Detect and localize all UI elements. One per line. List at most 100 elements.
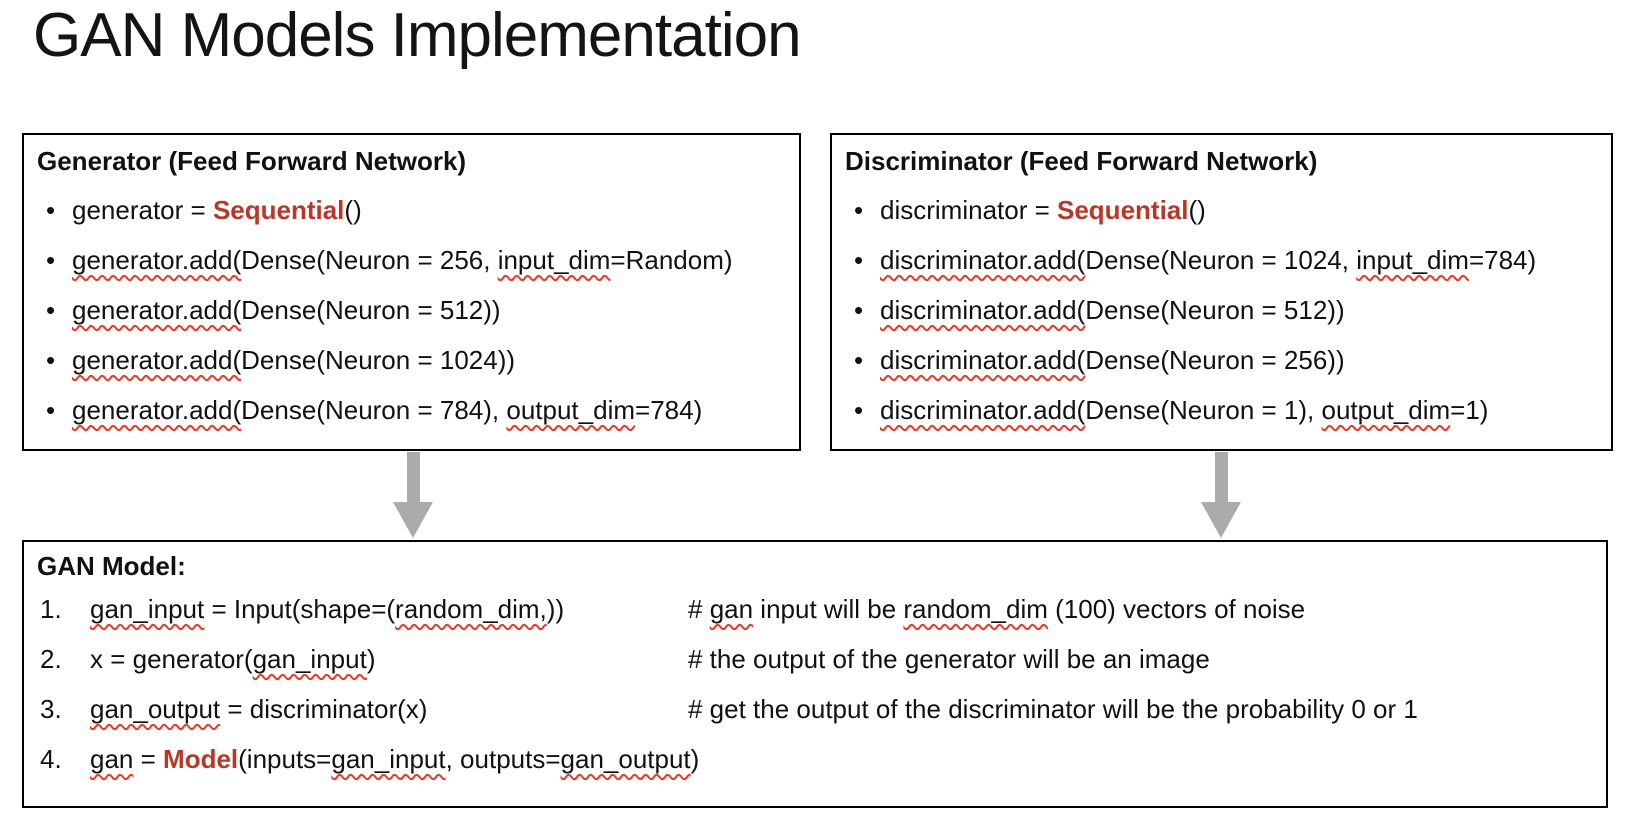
plain-text: ) bbox=[690, 743, 700, 774]
gan-code-row: 1. gan_input = Input(shape=(random_dim,)… bbox=[24, 584, 1606, 634]
plain-text: )) bbox=[546, 593, 565, 624]
line-number: 1. bbox=[40, 593, 62, 624]
code-text: x = generator(gan_input) bbox=[90, 644, 688, 675]
arrow-shaft bbox=[1215, 452, 1228, 502]
generator-bullet-list: • generator = Sequential() • generator.add… bbox=[24, 185, 799, 435]
code-text: discriminator.add(Dense(Neuron = 256)) bbox=[880, 345, 1345, 376]
plain-text: generator = bbox=[72, 194, 213, 225]
bullet-icon: • bbox=[854, 344, 864, 375]
code-text: discriminator.add(Dense(Neuron = 1024, i… bbox=[880, 245, 1536, 276]
plain-text: Dense(Neuron = 1), bbox=[1085, 394, 1322, 425]
code-text: generator.add(Dense(Neuron = 1024)) bbox=[72, 345, 515, 376]
plain-text: (100) vectors of noise bbox=[1047, 593, 1306, 624]
plain-text: () bbox=[1188, 194, 1206, 225]
bullet-icon: • bbox=[854, 294, 864, 325]
plain-text: Dense(Neuron = 1024, bbox=[1085, 244, 1357, 275]
bullet-icon: • bbox=[854, 244, 864, 275]
plain-text: discriminator = bbox=[880, 194, 1057, 225]
discriminator-box-header: Discriminator (Feed Forward Network) bbox=[845, 146, 1318, 176]
code-text: generator.add(Dense(Neuron = 256, input_… bbox=[72, 245, 733, 276]
bullet-icon: • bbox=[46, 394, 56, 425]
code-text: gan = Model(inputs=gan_input, outputs=ga… bbox=[90, 743, 699, 775]
plain-text: Dense(Neuron = 784), bbox=[241, 394, 507, 425]
spellcheck-underlined-text: random_dim bbox=[903, 593, 1048, 624]
code-text: gan_output = discriminator(x) bbox=[90, 694, 688, 725]
down-arrow-icon bbox=[1201, 452, 1241, 538]
generator-box: Generator (Feed Forward Network) •genera… bbox=[22, 133, 801, 451]
slide-title: GAN Models Implementation bbox=[33, 1, 802, 70]
plain-text: input will be bbox=[753, 593, 904, 624]
line-number: 3. bbox=[40, 693, 62, 724]
plain-text: x = generator( bbox=[90, 643, 253, 674]
spellcheck-underlined-text: input_dim bbox=[1356, 244, 1469, 275]
plain-text: (inputs= bbox=[238, 743, 332, 774]
plain-text: =784) bbox=[1468, 244, 1537, 275]
discriminator-bullet-list: • discriminator = Sequential() • discrimin… bbox=[832, 185, 1611, 435]
plain-text: = bbox=[133, 743, 164, 774]
code-comment: # get the output of the discriminator wi… bbox=[688, 694, 1606, 725]
discriminator-code-line: • discriminator.add(Dense(Neuron = 1), ou… bbox=[854, 385, 1611, 435]
plain-text: =1) bbox=[1450, 394, 1489, 425]
spellcheck-underlined-text: generator.add( bbox=[72, 294, 242, 325]
code-comment: # the output of the generator will be an… bbox=[688, 644, 1606, 675]
spellcheck-underlined-text: gan bbox=[709, 593, 754, 624]
spellcheck-underlined-text: discriminator.add( bbox=[880, 344, 1086, 375]
gan-code-row: 3. gan_output = discriminator(x) # get t… bbox=[24, 684, 1606, 734]
code-text: generator = Sequential() bbox=[72, 195, 362, 226]
discriminator-box: Discriminator (Feed Forward Network) • di… bbox=[830, 133, 1613, 451]
arrow-head bbox=[1201, 502, 1241, 538]
plain-text: () bbox=[344, 194, 362, 225]
plain-text: Dense(Neuron = 256, bbox=[241, 244, 498, 275]
plain-text: = discriminator(x) bbox=[220, 693, 428, 724]
spellcheck-underlined-text: generator.add( bbox=[72, 344, 242, 375]
plain-text: Dense(Neuron = 1024)) bbox=[241, 344, 516, 375]
plain-text: ) bbox=[366, 643, 376, 674]
plain-text: =Random) bbox=[610, 244, 733, 275]
plain-text: # get the output of the discriminator wi… bbox=[688, 693, 1418, 724]
plain-text: Dense(Neuron = 256)) bbox=[1085, 344, 1345, 375]
plain-text: =784) bbox=[635, 394, 703, 425]
generator-code-line: • generator = Sequential() bbox=[46, 185, 799, 235]
keyword-text: Sequential bbox=[1057, 194, 1189, 225]
spellcheck-underlined-text: input_dim bbox=[497, 244, 611, 275]
code-comment: # gan input will be random_dim (100) vec… bbox=[688, 594, 1606, 625]
spellcheck-underlined-text: gan_input bbox=[252, 643, 367, 674]
spellcheck-underlined-text: output_dim bbox=[1321, 394, 1451, 425]
generator-code-line: • generator.add(Dense(Neuron = 784), outp… bbox=[46, 385, 799, 435]
line-number: 4. bbox=[40, 743, 62, 774]
down-arrow-icon bbox=[393, 452, 433, 538]
arrow-head bbox=[393, 502, 433, 538]
plain-text: # bbox=[688, 593, 710, 624]
spellcheck-underlined-text: gan_input bbox=[331, 743, 446, 774]
spellcheck-underlined-text: discriminator.add( bbox=[880, 394, 1086, 425]
code-text: discriminator.add(Dense(Neuron = 512)) bbox=[880, 295, 1345, 326]
spellcheck-underlined-text: gan_input bbox=[90, 593, 205, 624]
spellcheck-underlined-text: output_dim bbox=[506, 394, 636, 425]
code-text: discriminator.add(Dense(Neuron = 1), out… bbox=[880, 395, 1488, 426]
code-text: discriminator = Sequential() bbox=[880, 195, 1206, 226]
generator-code-line: • generator.add(Dense(Neuron = 1024)) bbox=[46, 335, 799, 385]
spellcheck-underlined-text: random_dim, bbox=[395, 593, 547, 624]
plain-text: Dense(Neuron = 512)) bbox=[241, 294, 501, 325]
code-text: generator.add(Dense(Neuron = 512)) bbox=[72, 295, 501, 326]
gan-model-box: GAN Model: 1. gan_input = Input(shape=(r… bbox=[22, 540, 1608, 808]
line-number: 2. bbox=[40, 643, 62, 674]
gan-model-box-header: GAN Model: bbox=[37, 551, 186, 581]
code-text: gan_input = Input(shape=(random_dim,)) bbox=[90, 594, 688, 625]
spellcheck-underlined-text: gan_output bbox=[560, 743, 691, 774]
discriminator-code-line: • discriminator = Sequential() bbox=[854, 185, 1611, 235]
spellcheck-underlined-text: generator.add( bbox=[72, 244, 242, 275]
spellcheck-underlined-text: gan_output bbox=[90, 693, 221, 724]
bullet-icon: • bbox=[46, 194, 56, 225]
spellcheck-underlined-text: discriminator.add( bbox=[880, 294, 1086, 325]
bullet-icon: • bbox=[46, 344, 56, 375]
arrow-shaft bbox=[407, 452, 420, 502]
bullet-icon: • bbox=[854, 194, 864, 225]
bullet-icon: • bbox=[46, 294, 56, 325]
spellcheck-underlined-text: generator.add( bbox=[72, 394, 242, 425]
gan-code-row: 2. x = generator(gan_input) # the output… bbox=[24, 634, 1606, 684]
discriminator-code-line: • discriminator.add(Dense(Neuron = 512)) bbox=[854, 285, 1611, 335]
plain-text: # the output of the generator will be an… bbox=[688, 643, 1210, 674]
bullet-icon: • bbox=[46, 244, 56, 275]
bullet-icon: • bbox=[854, 394, 864, 425]
